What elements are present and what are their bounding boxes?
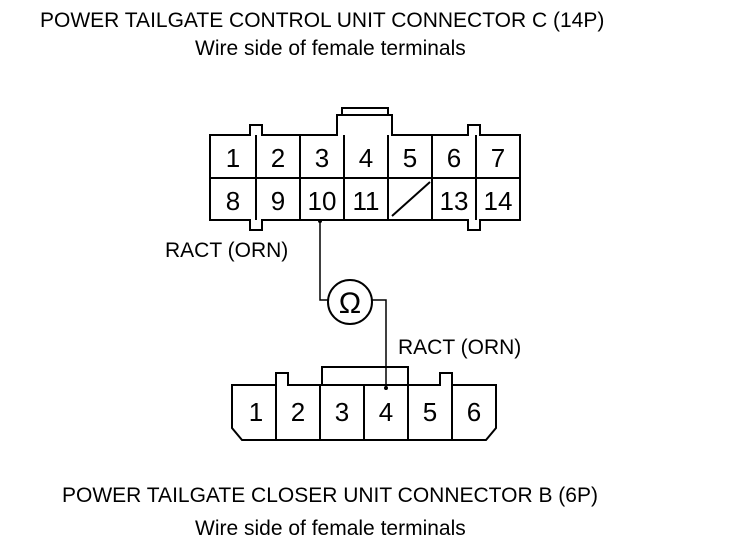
connector-c-title: POWER TAILGATE CONTROL UNIT CONNECTOR C … bbox=[40, 9, 605, 32]
c-pin-14: 14 bbox=[484, 186, 513, 216]
ohmmeter-circle bbox=[327, 279, 373, 325]
upper-wire-label: RACT (ORN) bbox=[165, 239, 289, 262]
b-pin-1: 1 bbox=[249, 397, 263, 427]
c-pin-3: 3 bbox=[315, 143, 329, 173]
c-pin-6: 6 bbox=[447, 143, 461, 173]
blank-cavity-slash bbox=[391, 181, 431, 217]
c-pin-10: 10 bbox=[308, 186, 337, 216]
c-pin-11: 11 bbox=[353, 186, 380, 216]
c-pin-1: 1 bbox=[226, 143, 240, 173]
connector-c-body bbox=[209, 114, 521, 231]
lower-wire-label: RACT (ORN) bbox=[398, 336, 522, 359]
b-pin-3: 3 bbox=[335, 397, 349, 427]
c-pin-5: 5 bbox=[403, 143, 417, 173]
connector-c-subtitle: Wire side of female terminals bbox=[195, 37, 466, 60]
upper-wire bbox=[319, 220, 328, 301]
b-pin-2: 2 bbox=[291, 397, 305, 427]
c-pin-8: 8 bbox=[226, 186, 240, 216]
b-pin-4: 4 bbox=[379, 397, 393, 427]
b-pin-5: 5 bbox=[423, 397, 437, 427]
c-pin-4: 4 bbox=[359, 143, 373, 173]
lower-wire bbox=[372, 299, 387, 390]
c-pin-9: 9 bbox=[271, 186, 285, 216]
connector-b-title: POWER TAILGATE CLOSER UNIT CONNECTOR B (… bbox=[62, 484, 598, 507]
c-pin-7: 7 bbox=[491, 143, 505, 173]
c-pin-2: 2 bbox=[271, 143, 285, 173]
c-pin-13: 13 bbox=[440, 186, 469, 216]
b-pin-6: 6 bbox=[467, 397, 481, 427]
connector-b-body bbox=[231, 366, 497, 441]
ohm-symbol: Ω bbox=[339, 287, 361, 320]
connector-b-subtitle: Wire side of female terminals bbox=[195, 517, 466, 540]
